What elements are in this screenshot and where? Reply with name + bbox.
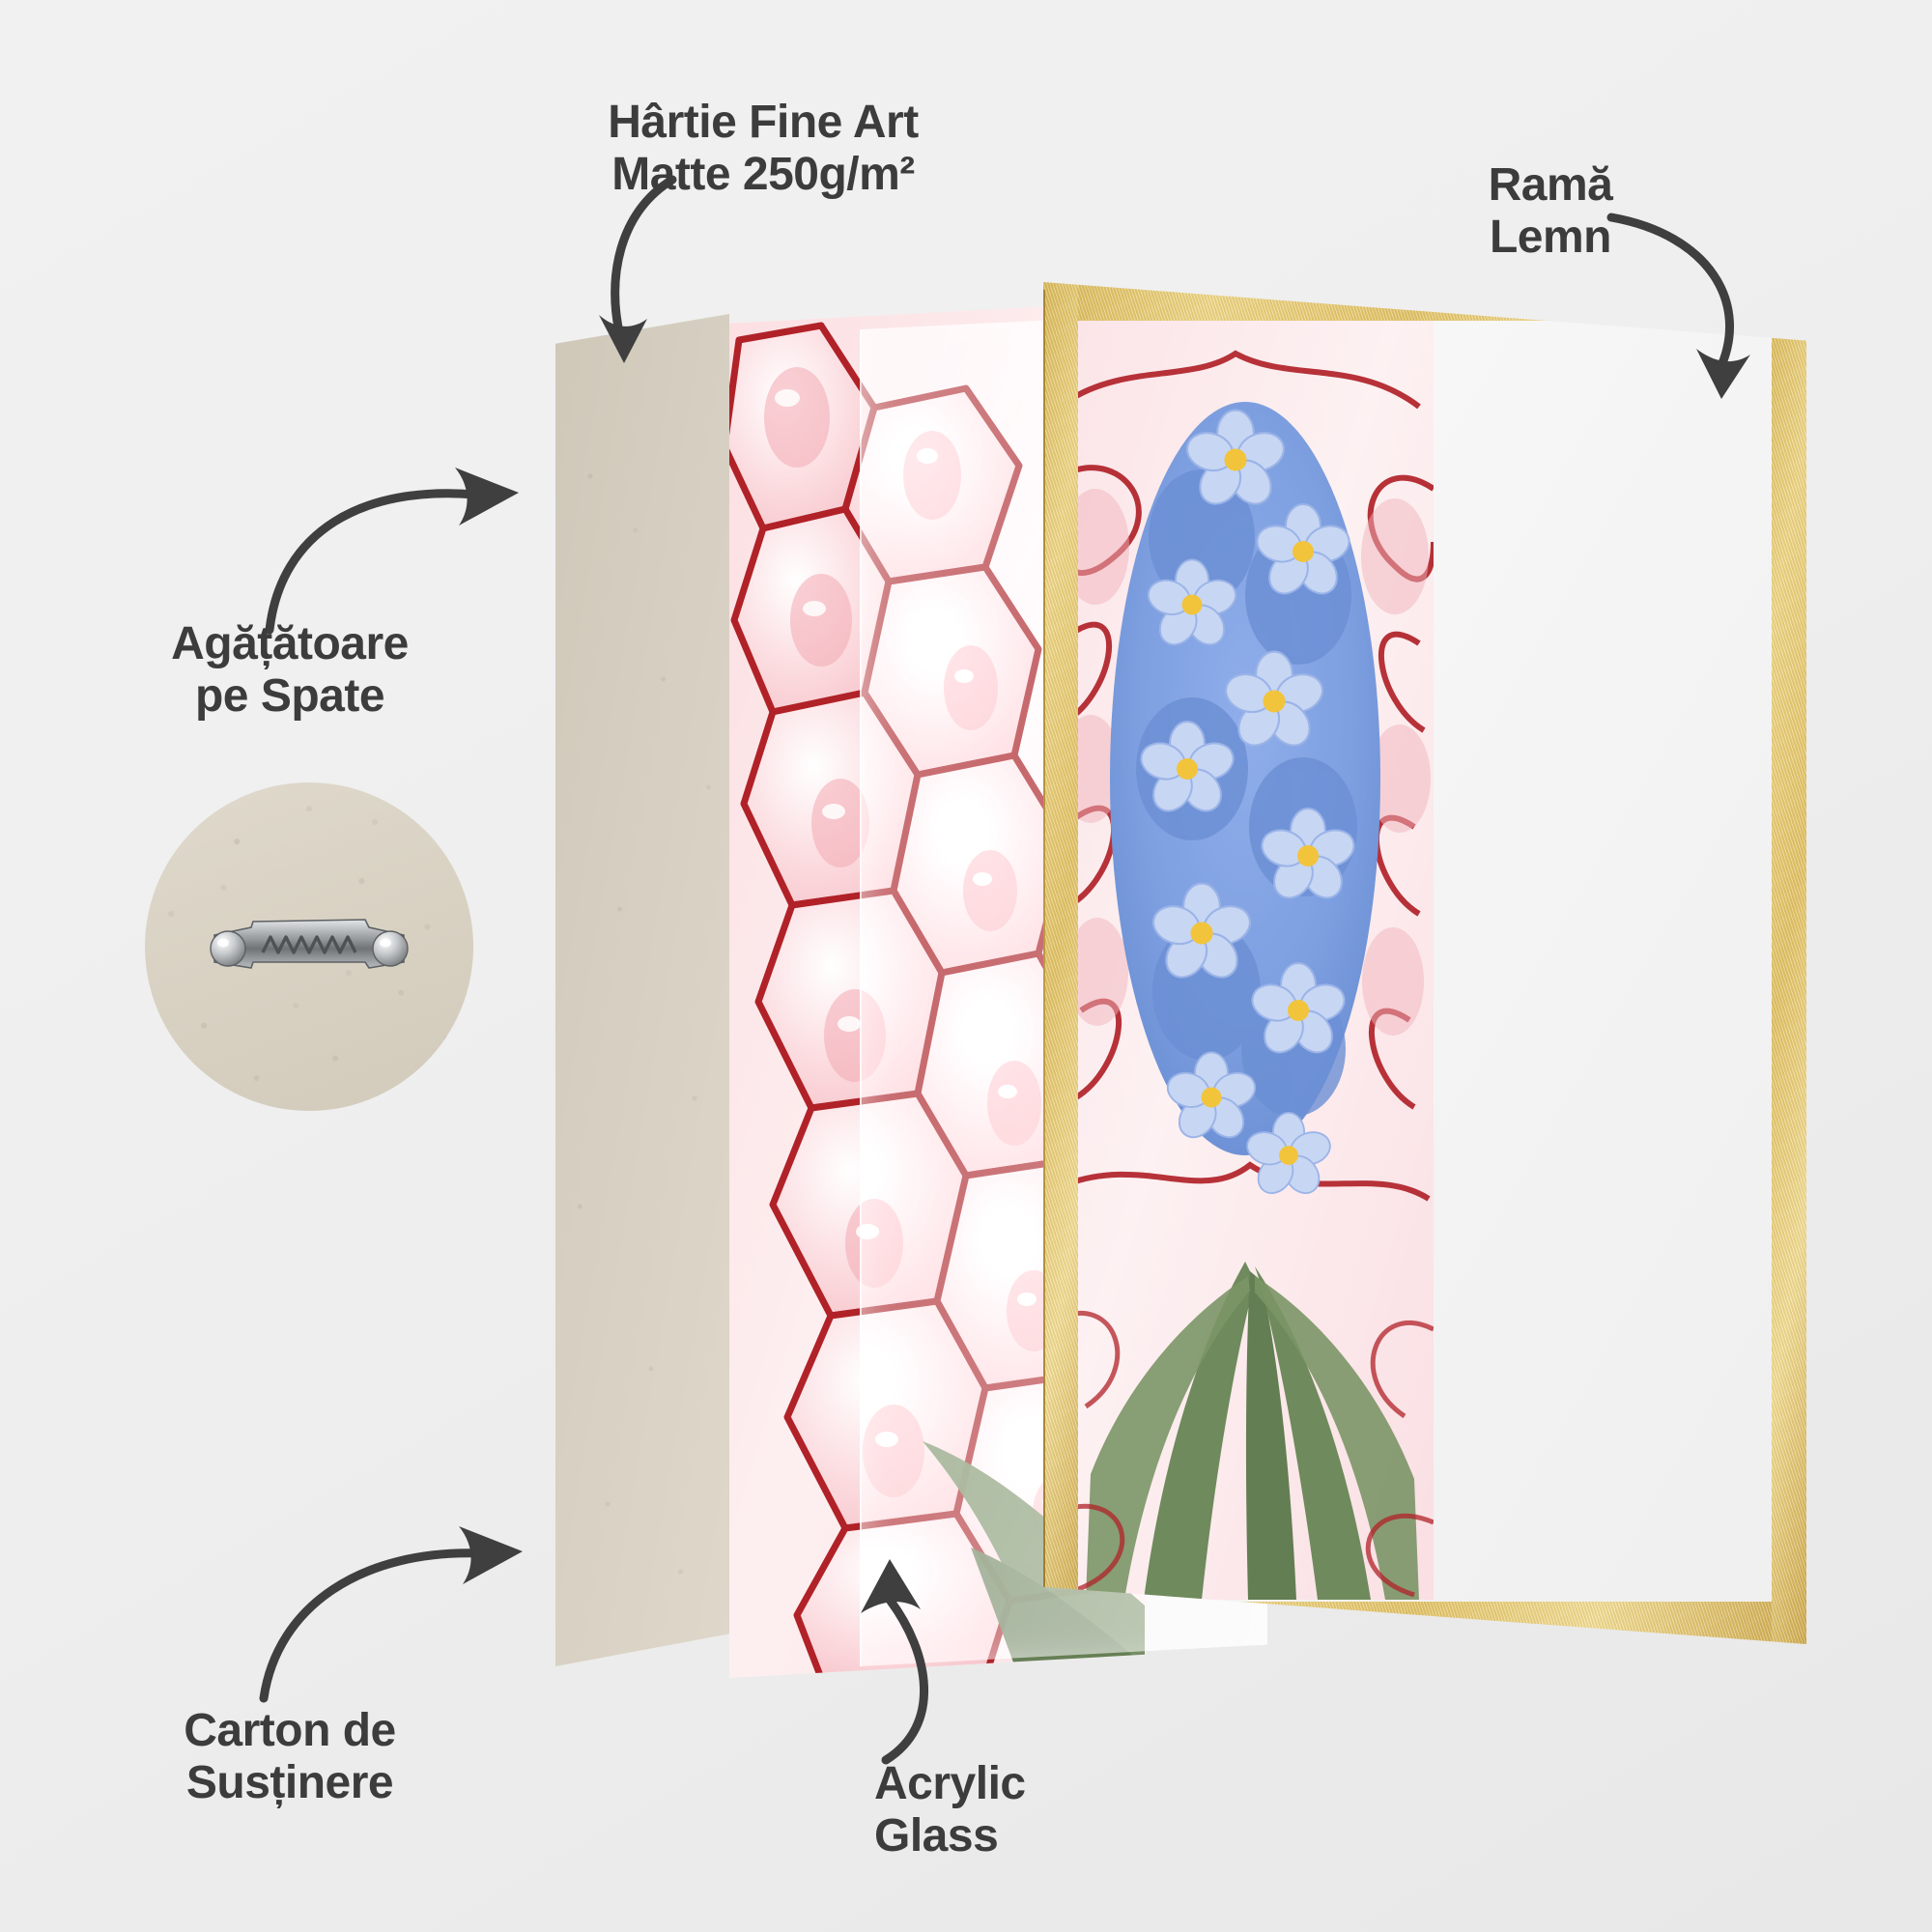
frame-moulding-right: [1772, 282, 1806, 1644]
label-back-hanger: Agățătoare pe Spate: [171, 618, 409, 723]
frame-moulding-top: [1043, 282, 1806, 321]
layer-wood-frame-unit: [1043, 282, 1806, 1644]
label-wood-frame: Ramă Lemn: [1488, 159, 1613, 264]
sawtooth-hanger-icon: [210, 919, 409, 969]
frame-side-depth: [1043, 290, 1045, 1625]
flower-group: [1140, 409, 1355, 1194]
hanger-detail-circle: [145, 782, 473, 1111]
label-acrylic-glass: Acrylic Glass: [874, 1758, 1026, 1862]
label-fine-art-paper: Hârtie Fine Art Matte 250g/m²: [608, 97, 919, 201]
label-backing-board: Carton de Susținere: [184, 1705, 396, 1809]
artwork-marbled-right: [1057, 315, 1434, 1600]
frame-moulding-left: [1043, 282, 1078, 1644]
layer-backing-board: [555, 314, 729, 1666]
framed-artwork: [1057, 315, 1434, 1600]
leaves: [1086, 1262, 1419, 1600]
